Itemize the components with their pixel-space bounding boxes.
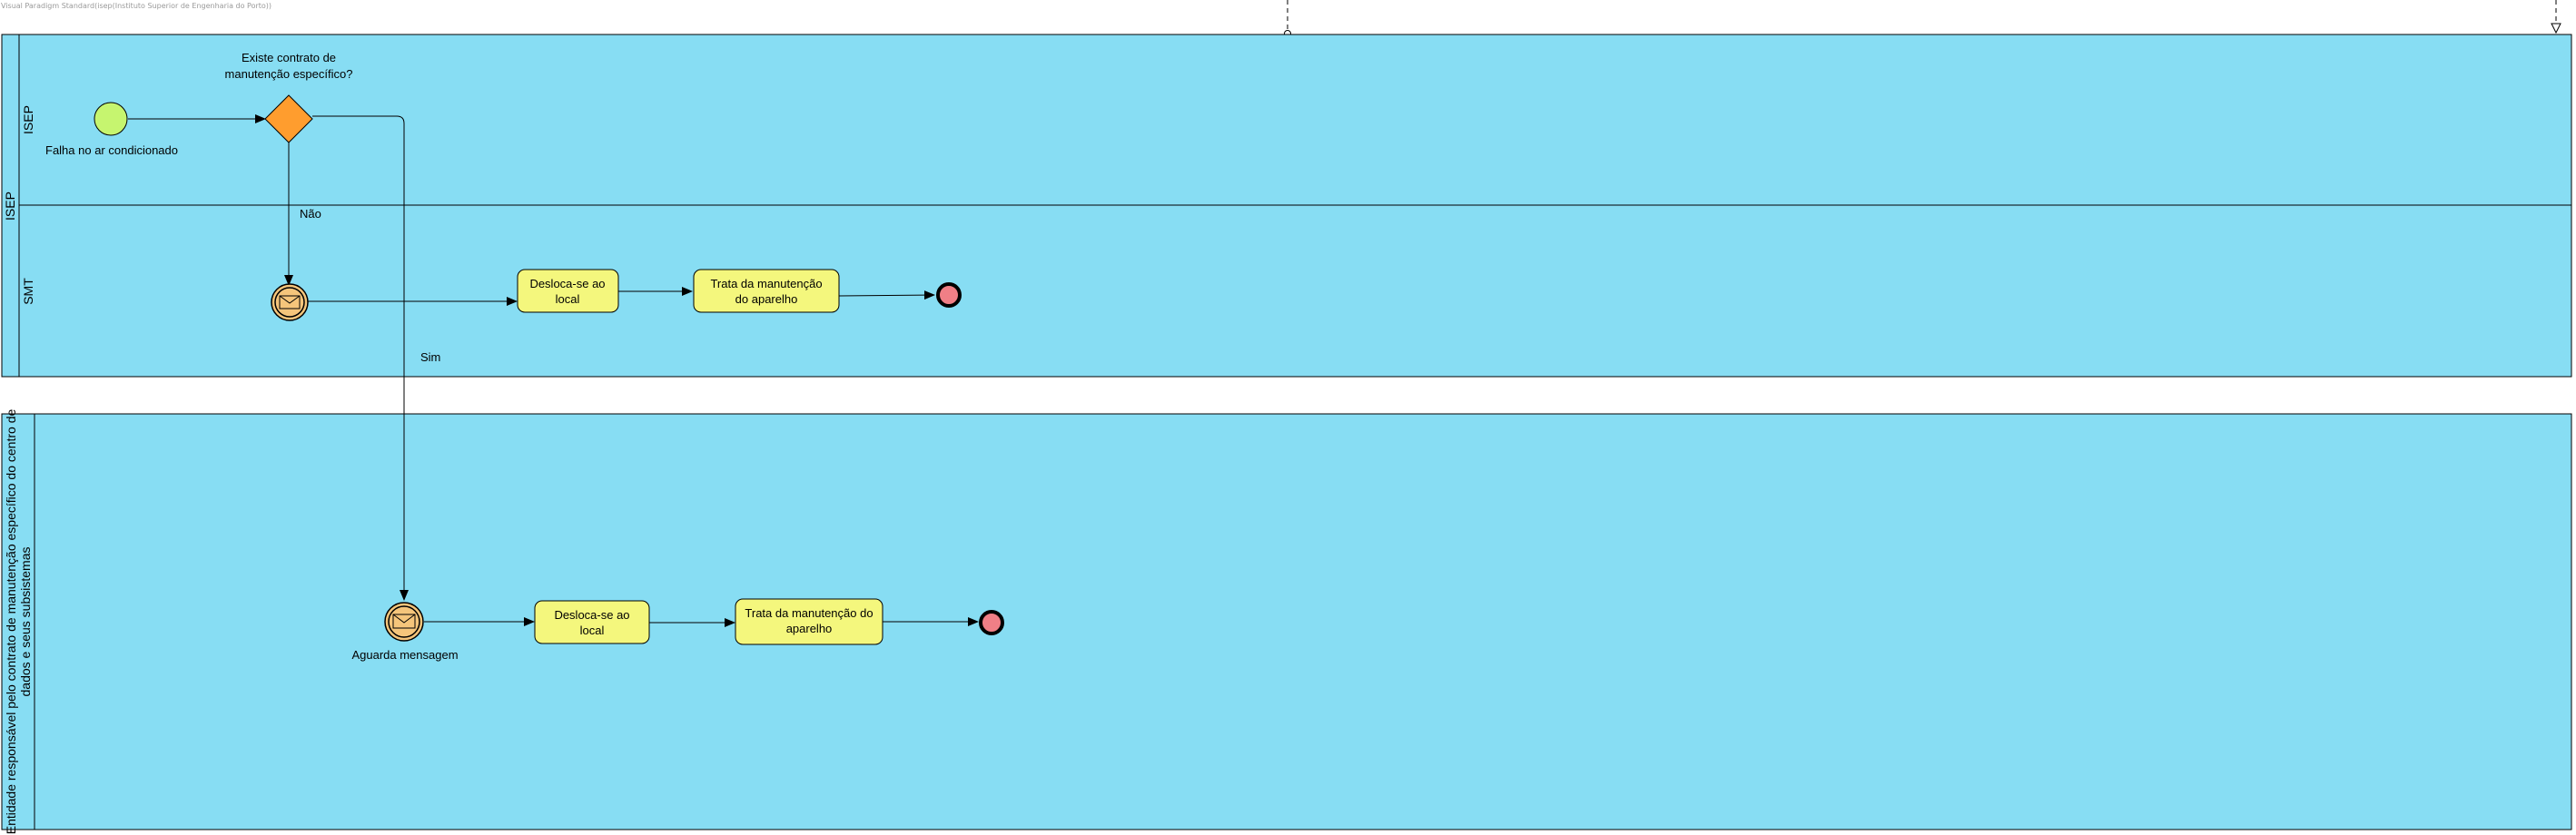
smt-task-trata-line2: do aparelho [735,292,798,306]
smt-end-event-circle [936,282,962,308]
ent-end-event-circle [979,610,1004,635]
pool-isep-name: ISEP [3,192,17,221]
gateway-diamond [264,94,313,143]
start-event-label: Falha no ar condicionado [45,143,178,157]
ent-task-desloca-line2: local [580,624,605,637]
smt-task-desloca-line1: Desloca-se ao [529,277,605,290]
lane-smt-name: SMT [21,278,35,305]
pool-isep[interactable]: ISEP ISEP SMT [1,34,2572,378]
ent-task-trata-box [735,598,883,645]
gateway-label-line1: Existe contrato de [242,51,336,64]
smt-message-event[interactable] [271,283,309,321]
gateway-contract[interactable]: Existe contrato de manutenção específico… [225,51,353,143]
envelope-icon [279,295,301,309]
start-event[interactable]: Falha no ar condicionado [45,102,178,157]
ent-task-trata-line2: aparelho [786,622,833,635]
smt-task-trata-box [693,269,840,313]
ent-task-trata[interactable]: Trata da manutenção do aparelho [735,598,883,645]
lane-isep-name: ISEP [21,105,35,134]
flow-smt-task2-to-end[interactable] [838,290,935,300]
smt-task-desloca[interactable]: Desloca-se ao local [517,269,619,313]
start-event-circle [94,102,128,136]
ent-task-desloca-line1: Desloca-se ao [554,608,629,622]
ent-message-event[interactable]: Aguarda mensagem [351,602,459,662]
flow-gateway-yes[interactable] [312,115,409,601]
smt-task-trata[interactable]: Trata da manutenção do aparelho [693,269,840,313]
pool-entity-name-line2: dados e seus subsistemas [18,547,33,697]
ent-task-desloca-box [534,600,650,644]
gateway-label-line2: manutenção específico? [225,67,353,81]
ent-end-event[interactable] [979,610,1004,635]
smt-task-trata-line1: Trata da manutenção [710,277,822,290]
watermark: Visual Paradigm Standard(isep(Instituto … [1,2,272,10]
message-flow-arrowhead [2551,23,2561,34]
ent-message-event-label: Aguarda mensagem [351,648,458,662]
pool-entity-name-line1: Entidade responsável pelo contrato de ma… [4,409,18,835]
ent-task-trata-line1: Trata da manutenção do [745,606,873,620]
ent-task-desloca[interactable]: Desloca-se ao local [534,600,650,644]
flow-label-yes: Sim [420,350,440,364]
smt-task-desloca-box [517,269,619,313]
envelope-icon [392,614,416,629]
smt-end-event[interactable] [936,282,962,308]
flow-label-no: Não [300,207,321,221]
smt-task-desloca-line2: local [556,292,580,306]
